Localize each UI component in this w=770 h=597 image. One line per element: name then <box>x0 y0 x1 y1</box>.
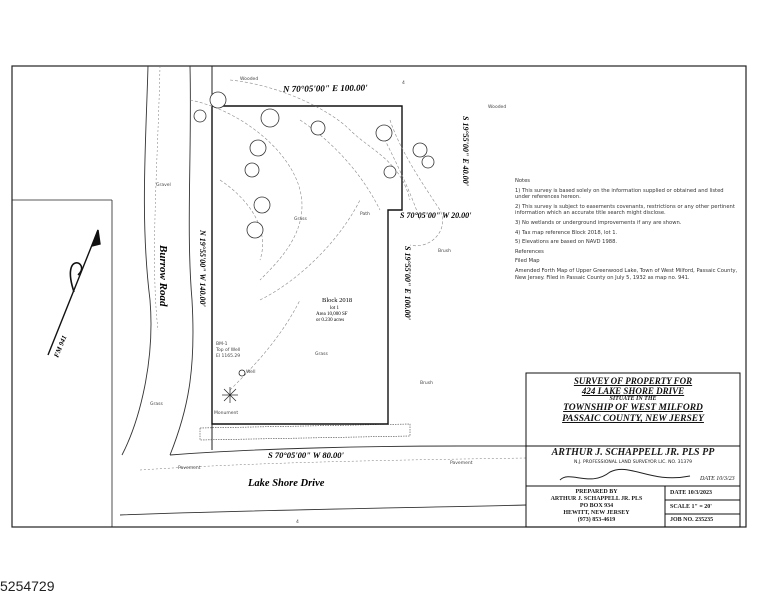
monument-label: Monument <box>214 410 238 416</box>
step-bearing-label: S 70°05'00" W 20.00' <box>400 211 472 220</box>
title-line-2: 424 LAKE SHORE DRIVE <box>581 386 685 396</box>
stone-wall <box>199 423 411 441</box>
burrow-road-west-edge <box>121 65 152 456</box>
west-bearing-label: N 19°55'00" W 140.00' <box>198 229 207 307</box>
block-label: Block 2018 <box>322 297 352 304</box>
tree-icon <box>193 109 207 123</box>
burrow-road-label: Burrow Road <box>157 244 169 307</box>
tree-symbols <box>193 91 435 239</box>
po-box: PO BOX 934 <box>579 503 614 509</box>
city: HEWITT, NEW JERSEY <box>563 510 630 516</box>
drawing-border <box>11 65 747 528</box>
title-block-frame <box>525 372 741 528</box>
title-line-5: PASSAIC COUNTY, NEW JERSEY <box>562 414 704 424</box>
note-item: 2) This survey is subject to easements c… <box>515 203 735 217</box>
well-note-label: El 1165.29 <box>216 353 240 359</box>
wooded-label: Wooded <box>240 76 258 82</box>
notes-heading: Notes <box>515 178 530 184</box>
south-bearing-label: S 70°05'00" W 80.00' <box>268 450 344 460</box>
north-mark-label: 4 <box>402 80 405 86</box>
north-bearing-label: N 70°05'00" E 100.00' <box>282 83 368 95</box>
tree-icon <box>310 120 326 136</box>
reference-text: Amended Forth Map of Upper Greenwood Lak… <box>515 267 738 281</box>
lake-shore-north-edge <box>169 445 526 456</box>
pavement-edge-west <box>154 65 161 331</box>
surveyor-name: ARTHUR J. SCHAPPELL JR. PLS PP <box>551 447 715 458</box>
brush-label: Brush <box>438 248 451 254</box>
pavement-label: Pavement <box>178 465 201 471</box>
title-line-1: SURVEY OF PROPERTY FOR <box>573 376 693 386</box>
note-item: 4) Tax map reference Block 2018, lot 1. <box>515 229 618 236</box>
property-boundary <box>211 105 403 425</box>
grass-label: Grass <box>150 401 163 407</box>
note-item: 1) This survey is based solely on the in… <box>515 187 724 201</box>
grass-label: Grass <box>294 216 307 222</box>
east-lower-bearing-label: S 19°55'00" E 100.00' <box>403 246 412 321</box>
title-line-4: TOWNSHIP OF WEST MILFORD <box>563 403 703 413</box>
path-label: Path <box>360 211 370 217</box>
area-label-1: Area 10,000 SF <box>316 312 348 317</box>
date-cell: DATE 10/3/2023 <box>670 490 713 496</box>
signature-mark <box>559 468 691 481</box>
tree-icon <box>253 196 271 214</box>
license-text: N.J. PROFESSIONAL LAND SURVEYOR LIC. NO.… <box>573 460 692 465</box>
monument-icon <box>222 387 238 403</box>
tree-icon <box>244 162 260 178</box>
prepared-by-label: PREPARED BY <box>575 489 618 495</box>
note-item: 3) No wetlands or underground improvemen… <box>515 219 682 226</box>
filed-map-label: Filed Map <box>515 258 540 265</box>
tree-icon <box>246 221 264 239</box>
well-note-label: BM-1 <box>216 341 228 347</box>
references-heading: References <box>515 248 544 255</box>
listing-id: 5254729 <box>0 578 55 594</box>
tree-icon <box>260 108 280 128</box>
bottom-mark-label: 4 <box>296 519 299 525</box>
area-label-2: or 0.230 acres <box>316 318 344 323</box>
prepared-by-block: PREPARED BY ARTHUR J. SCHAPPELL JR. PLS … <box>528 489 665 524</box>
title-line-3: SITUATE IN THE <box>609 396 657 402</box>
tree-icon <box>383 165 397 179</box>
tree-icon <box>421 155 435 169</box>
east-upper-bearing-label: S 19°55'00" E 40.00' <box>461 116 470 187</box>
well-label: Well <box>246 369 255 375</box>
note-item: 5) Elevations are based on NAVD 1988. <box>515 239 618 246</box>
lake-shore-south-edge <box>119 504 527 516</box>
signature-date: DATE 10/3/23 <box>700 476 735 482</box>
lake-shore-label: Lake Shore Drive <box>247 478 325 489</box>
tree-icon <box>412 142 428 158</box>
pavement-label: Pavement <box>450 460 473 466</box>
job-number-cell: JOB NO. 235235 <box>670 517 714 523</box>
lot-label: lot 1 <box>330 306 340 311</box>
title-block: SURVEY OF PROPERTY FOR 424 LAKE SHORE DR… <box>528 376 738 446</box>
lake-shore-pavement <box>139 457 527 471</box>
well-icon <box>238 369 246 377</box>
tree-icon <box>375 124 393 142</box>
tree-icon <box>249 139 267 157</box>
grass-label: Grass <box>315 351 328 357</box>
brush-label: Brush <box>420 380 433 386</box>
north-arrow-icon <box>47 229 101 356</box>
wooded-label: Wooded <box>488 104 506 110</box>
phone: (973) 853-4619 <box>577 517 616 523</box>
well-note-label: Top of Well <box>215 347 240 353</box>
scale-cell: SCALE 1" = 20' <box>670 504 712 510</box>
tree-icon <box>209 91 227 109</box>
gravel-label: Gravel <box>156 182 171 188</box>
prepared-by-name: ARTHUR J. SCHAPPELL JR. PLS <box>550 496 643 502</box>
burrow-road-east-edge <box>169 65 194 456</box>
survey-notes: Notes 1) This survey is based solely on … <box>515 178 740 284</box>
